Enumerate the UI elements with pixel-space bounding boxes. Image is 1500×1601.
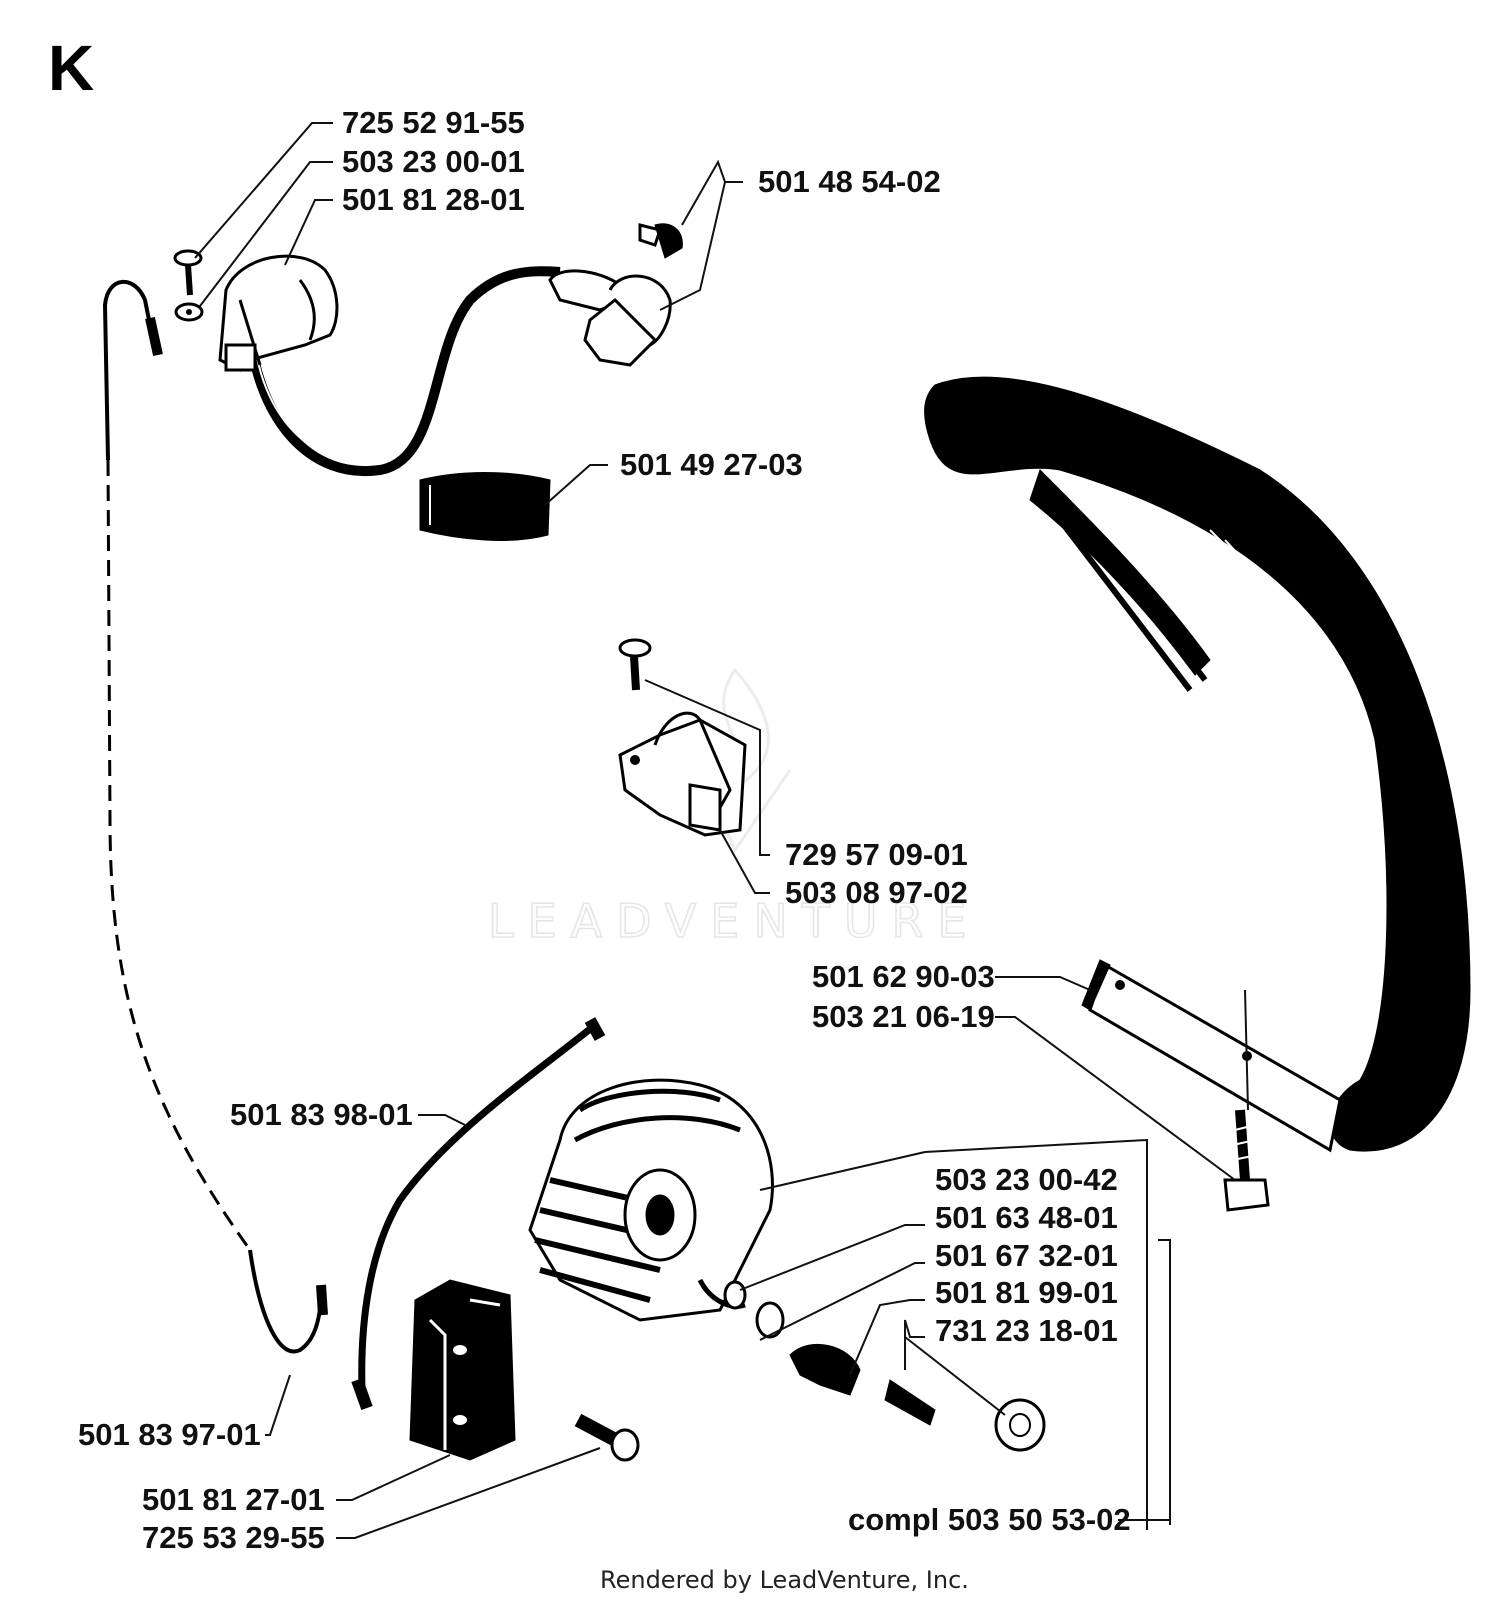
part-number-label: 729 57 09-01: [785, 837, 968, 872]
section-letter: K: [48, 32, 94, 104]
part-number-label: 503 23 00-42: [935, 1162, 1118, 1197]
part-number-label: 501 83 98-01: [230, 1097, 413, 1132]
handle-screw: [1223, 1109, 1270, 1212]
ignition-module: [409, 1279, 516, 1461]
assembly-label: compl 503 50 53-02: [848, 1502, 1131, 1537]
short-circuit-cable: [102, 279, 328, 1354]
part-labels: 725 52 91-55 503 23 00-01 501 81 28-01 5…: [78, 105, 1131, 1555]
part-number-label: 731 23 18-01: [935, 1313, 1118, 1348]
render-credit: Rendered by LeadVenture, Inc.: [600, 1566, 969, 1594]
rubber-buffer: [419, 472, 551, 541]
part-number-label: 501 81 27-01: [142, 1482, 325, 1517]
flywheel: [528, 1078, 774, 1322]
part-number-label: 501 48 54-02: [758, 164, 941, 199]
stop-switch: [548, 223, 683, 367]
part-number-label: 501 67 32-01: [935, 1238, 1118, 1273]
part-number-label: 501 81 28-01: [342, 182, 525, 217]
part-number-label: 503 08 97-02: [785, 875, 968, 910]
part-number-label: 503 23 00-01: [342, 144, 525, 179]
ignition-bracket: [618, 638, 747, 837]
spark-plug-cap: [218, 254, 339, 372]
part-number-label: 501 81 99-01: [935, 1275, 1118, 1310]
watermark: LEADVENTURE: [487, 667, 981, 949]
ignition-lead-top: [245, 266, 561, 477]
part-number-label: 725 53 29-55: [142, 1520, 325, 1555]
part-number-label: 501 83 97-01: [78, 1417, 261, 1452]
watermark-text: LEADVENTURE: [488, 894, 981, 948]
ignition-lead-bottom: [351, 1017, 606, 1411]
part-number-label: 501 62 90-03: [812, 959, 995, 994]
front-handle: [924, 376, 1471, 1153]
part-number-label: 725 52 91-55: [342, 105, 525, 140]
small-screw: [173, 249, 204, 322]
part-number-label: 501 49 27-03: [620, 447, 803, 482]
leader-lines: [194, 122, 1249, 1539]
part-number-label: 501 63 48-01: [935, 1200, 1118, 1235]
module-screw: [574, 1413, 640, 1462]
flywheel-hardware: [723, 1280, 1046, 1452]
part-number-label: 503 21 06-19: [812, 999, 995, 1034]
